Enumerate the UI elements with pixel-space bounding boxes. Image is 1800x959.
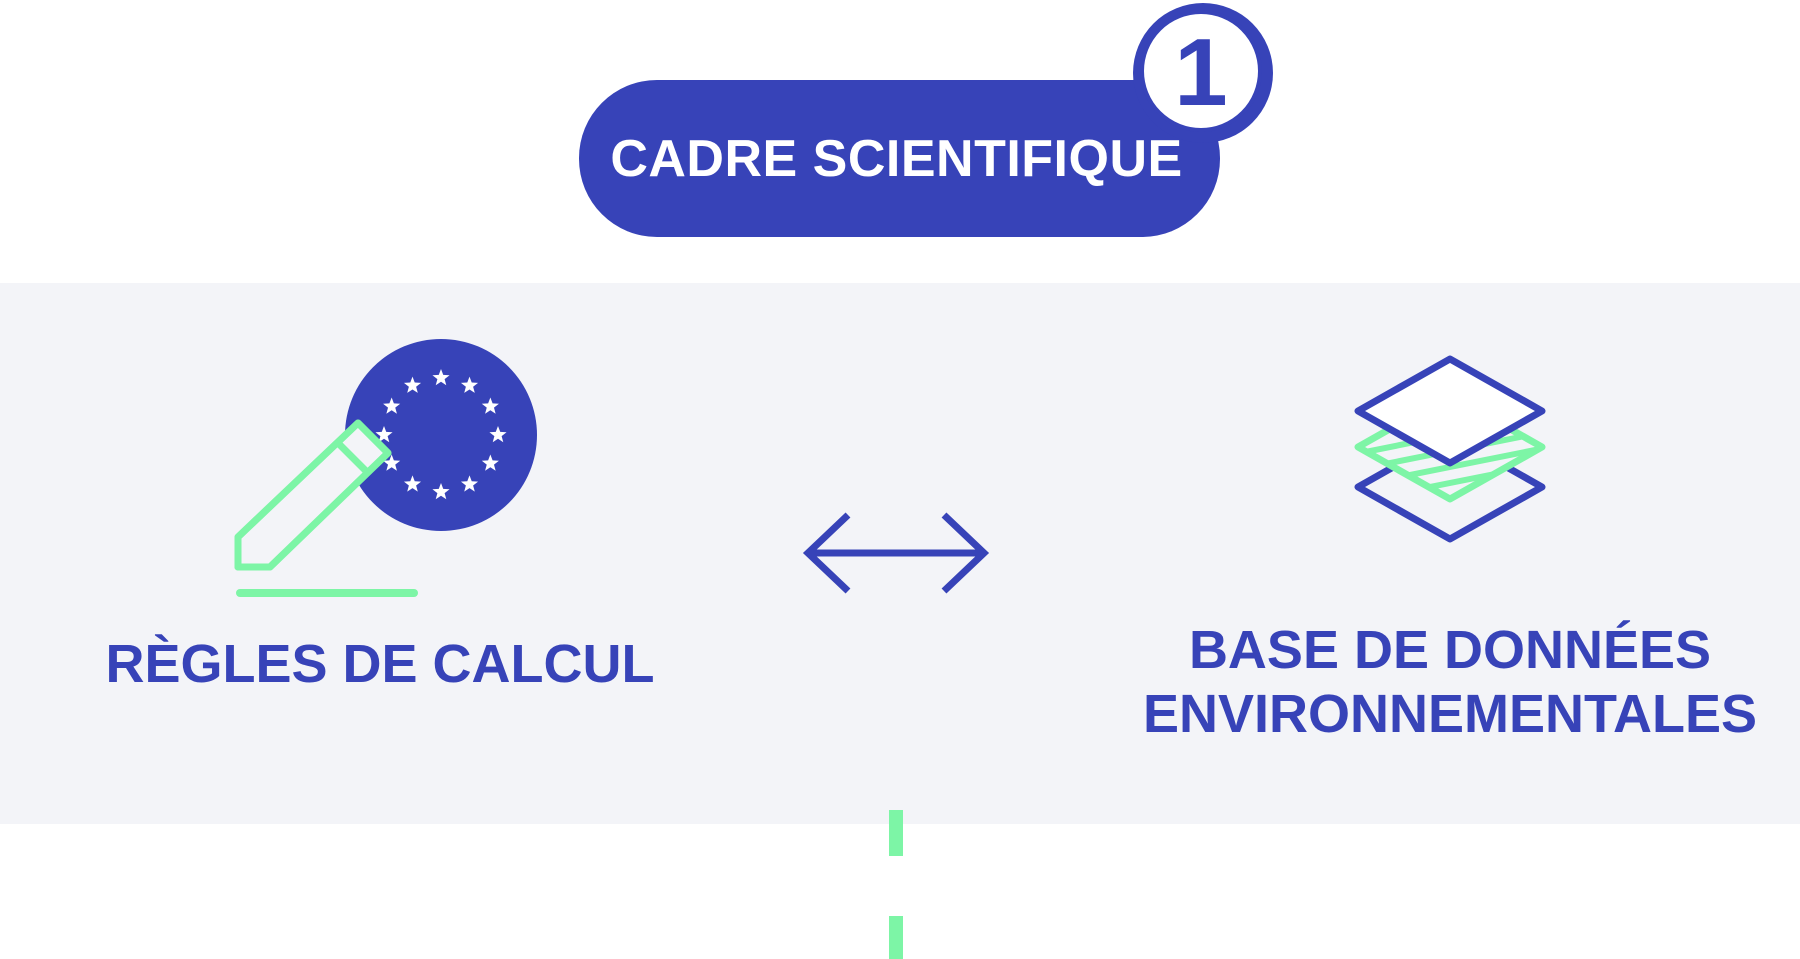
step-badge-inner: 1 — [1140, 10, 1262, 132]
double-arrow-icon — [802, 512, 990, 594]
eu-star — [460, 376, 479, 393]
left-item-label: RÈGLES DE CALCUL — [105, 634, 655, 694]
section-title: CADRE SCIENTIFIQUE — [610, 129, 1183, 188]
eu-star — [481, 454, 499, 471]
eu-flag-circle — [345, 339, 537, 531]
step-badge: 1 — [1133, 3, 1273, 143]
layers-icon — [1354, 355, 1546, 543]
eu-star — [403, 475, 422, 492]
step-number: 1 — [1174, 19, 1228, 126]
right-item-label: BASE DE DONNÉES ENVIRONNEMENTALES — [1110, 618, 1790, 746]
right-item-label-line1: BASE DE DONNÉES — [1188, 620, 1712, 680]
eu-star — [460, 475, 479, 492]
eu-star — [383, 397, 401, 414]
right-item-label-line2: ENVIRONNEMENTALES — [1142, 684, 1758, 744]
eu-star — [403, 376, 422, 393]
dashed-connector-line — [889, 810, 903, 959]
eu-star — [432, 369, 450, 386]
eu-star — [432, 483, 450, 500]
eu-star — [481, 397, 499, 414]
pen-shape — [234, 419, 392, 571]
eu-star — [489, 426, 507, 443]
eu-star — [383, 454, 401, 471]
layer-top — [1354, 355, 1546, 467]
eu-star — [375, 426, 393, 443]
eu-stars — [375, 369, 507, 500]
section-title-pill: CADRE SCIENTIFIQUE — [579, 80, 1220, 237]
eu-flag-pen-icon — [234, 339, 537, 597]
